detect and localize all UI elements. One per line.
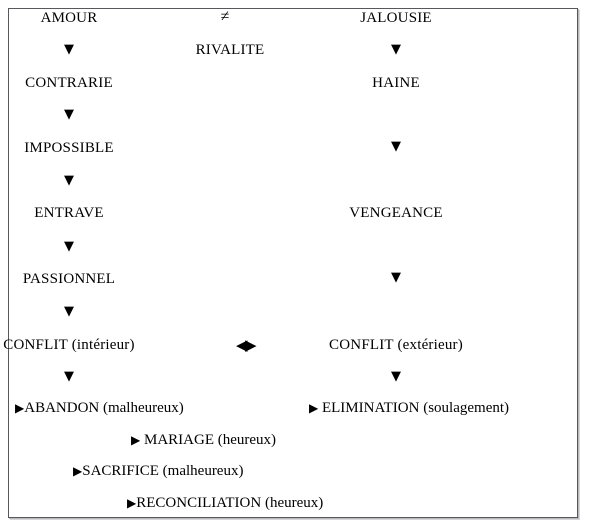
outcome-label-abandon: ABANDON (malheureux) [24,400,184,416]
down-arrow-icon-right-2: ▼ [391,139,401,154]
bidirectional-arrow-icon: ◀▶ [235,336,257,354]
down-arrow-icon-right-4: ▼ [391,369,401,384]
right-triangle-icon-elimination: ▶ [309,401,319,415]
down-arrow-icon-right-1: ▼ [391,42,401,57]
right-triangle-icon-reconciliation: ▶ [127,496,137,510]
right-triangle-icon-abandon: ▶ [15,401,25,415]
node-rivalite: RIVALITE [195,42,265,58]
outcome-reconciliation: ▶RECONCILIATION (heureux) [127,495,323,511]
down-arrow-icon-left-1: ▼ [64,42,74,57]
node-conflit-interieur: CONFLIT (intérieur) [3,337,135,353]
outcome-mariage: ▶ MARIAGE (heureux) [131,432,276,448]
down-arrow-icon-left-5: ▼ [64,304,74,319]
node-jalousie: JALOUSIE [360,10,432,26]
node-contrarie: CONTRARIE [25,75,113,91]
outcome-elimination: ▶ ELIMINATION (soulagement) [309,400,509,416]
down-arrow-icon-left-2: ▼ [64,107,74,122]
node-conflit-exterieur: CONFLIT (extérieur) [329,337,463,353]
right-triangle-icon-sacrifice: ▶ [73,464,83,478]
outcome-label-reconciliation: RECONCILIATION (heureux) [136,495,324,511]
down-arrow-icon-right-3: ▼ [391,270,401,285]
outcome-label-elimination: ELIMINATION (soulagement) [321,400,510,416]
right-triangle-icon-mariage: ▶ [131,433,141,447]
outcome-sacrifice: ▶SACRIFICE (malheureux) [73,463,243,479]
node-vengeance: VENGEANCE [349,205,443,221]
outcome-label-mariage: MARIAGE (heureux) [143,432,277,448]
node-passionnel: PASSIONNEL [22,271,116,287]
not-equal-icon: ≠ [220,8,230,25]
outcome-label-sacrifice: SACRIFICE (malheureux) [82,463,244,479]
node-amour: AMOUR [40,10,98,26]
outcome-abandon: ▶ABANDON (malheureux) [15,400,184,416]
node-haine: HAINE [372,75,420,91]
down-arrow-icon-left-6: ▼ [64,369,74,384]
node-impossible: IMPOSSIBLE [24,140,114,156]
diagram-frame: AMOUR ▼ CONTRARIE ▼ IMPOSSIBLE ▼ ENTRAVE… [3,8,578,518]
node-entrave: ENTRAVE [34,205,104,221]
down-arrow-icon-left-4: ▼ [64,239,74,254]
down-arrow-icon-left-3: ▼ [64,173,74,188]
